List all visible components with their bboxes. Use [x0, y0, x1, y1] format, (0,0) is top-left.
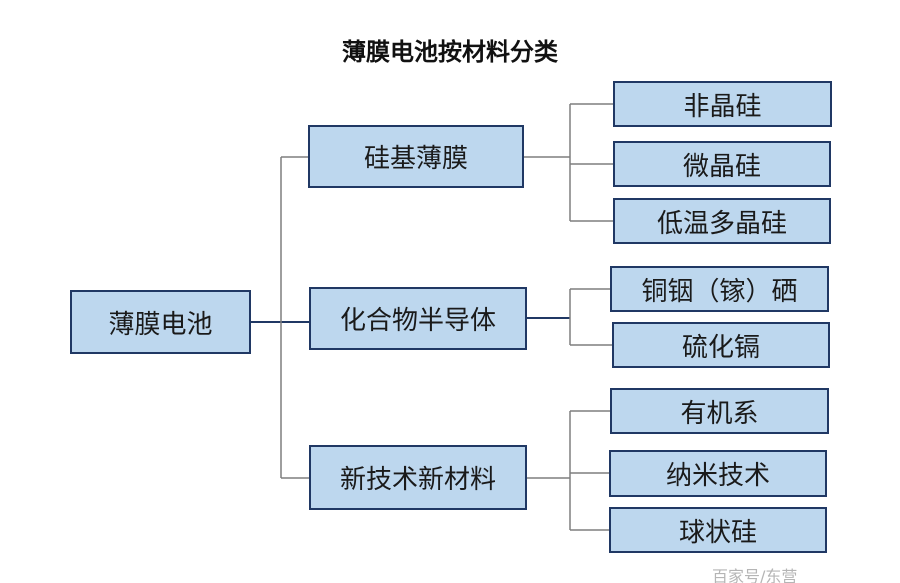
leaf-node-spherical-silicon: 球状硅 [609, 507, 827, 553]
leaf-node-organic: 有机系 [610, 388, 829, 434]
diagram-title: 薄膜电池按材料分类 [342, 38, 558, 66]
category-node-new-tech-materials: 新技术新材料 [309, 445, 527, 510]
category-node-silicon-film: 硅基薄膜 [308, 125, 524, 188]
leaf-node-nanotechnology: 纳米技术 [609, 450, 827, 497]
root-node: 薄膜电池 [70, 290, 251, 354]
category-node-compound-semiconductor: 化合物半导体 [309, 287, 527, 350]
leaf-node-amorphous-silicon: 非晶硅 [613, 81, 832, 127]
leaf-node-cigs: 铜铟（镓）硒 [610, 266, 829, 312]
watermark: 百家号/东营 [712, 567, 798, 583]
leaf-node-microcrystalline-silicon: 微晶硅 [613, 141, 831, 187]
leaf-node-low-temp-polysilicon: 低温多晶硅 [613, 198, 831, 244]
leaf-node-cadmium-sulfide: 硫化镉 [612, 322, 830, 368]
